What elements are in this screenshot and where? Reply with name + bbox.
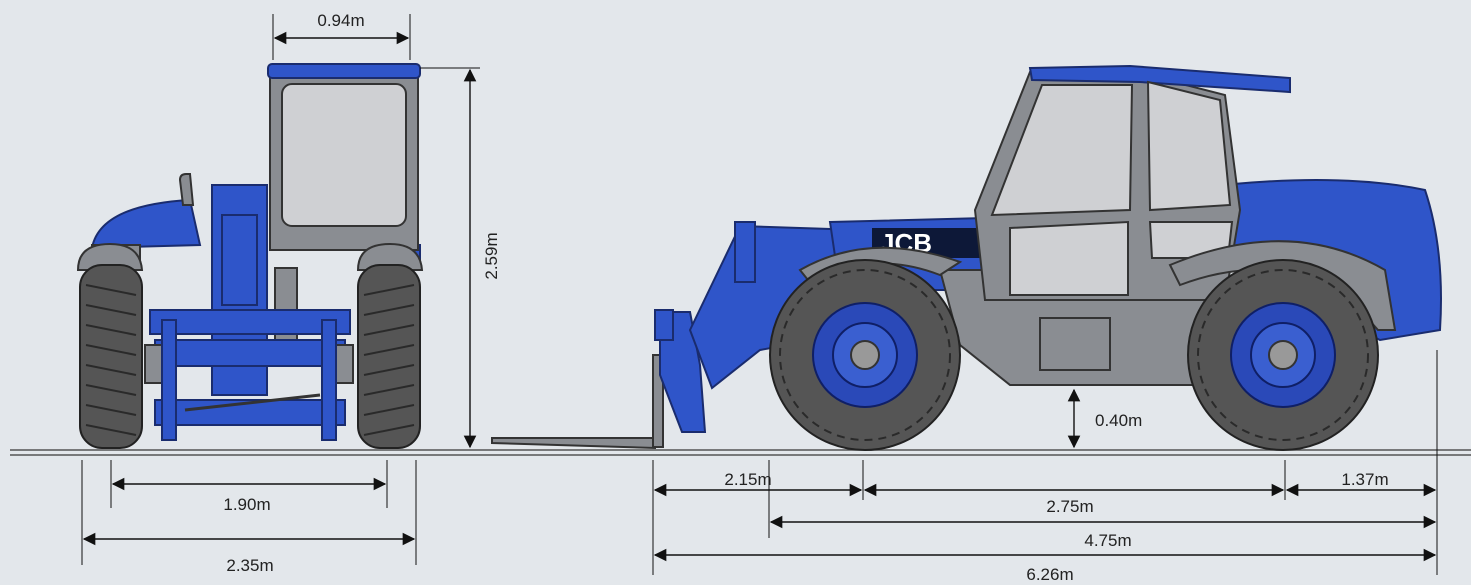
overall-height-label: 2.59m	[482, 232, 501, 279]
dimension-length-to-carriage: 4.75m	[769, 515, 1437, 550]
dimension-overall-height: 2.59m	[420, 67, 501, 449]
dimension-wheel-track: 1.90m	[110, 460, 388, 514]
rear-overhang-label: 1.37m	[1341, 470, 1388, 489]
dimension-wheelbase: 2.75m	[863, 483, 1285, 516]
overall-length-label: 6.26m	[1026, 565, 1073, 584]
dimension-overall-length: 6.26m	[653, 548, 1437, 584]
dimension-overall-width: 2.35m	[81, 460, 417, 575]
dimension-rear-overhang: 1.37m	[1285, 470, 1437, 497]
ground-clearance-label: 0.40m	[1095, 411, 1142, 430]
ground-line	[10, 449, 1471, 456]
cab-width-label: 0.94m	[317, 11, 364, 30]
dimension-cab-width: 0.94m	[272, 11, 411, 60]
wheel-track-label: 1.90m	[223, 495, 270, 514]
dimension-front-overhang: 2.15m	[653, 470, 863, 497]
wheelbase-label: 2.75m	[1046, 497, 1093, 516]
front-wheel	[769, 259, 961, 451]
rear-wheel	[1187, 259, 1379, 451]
side-view-vehicle: JCB	[491, 64, 1442, 451]
front-view-vehicle	[76, 63, 424, 449]
side-extension-lines	[652, 350, 1438, 575]
dimension-ground-clearance: 0.40m	[1067, 388, 1142, 449]
front-overhang-label: 2.15m	[724, 470, 771, 489]
length-to-carriage-label: 4.75m	[1084, 531, 1131, 550]
overall-width-label: 2.35m	[226, 556, 273, 575]
